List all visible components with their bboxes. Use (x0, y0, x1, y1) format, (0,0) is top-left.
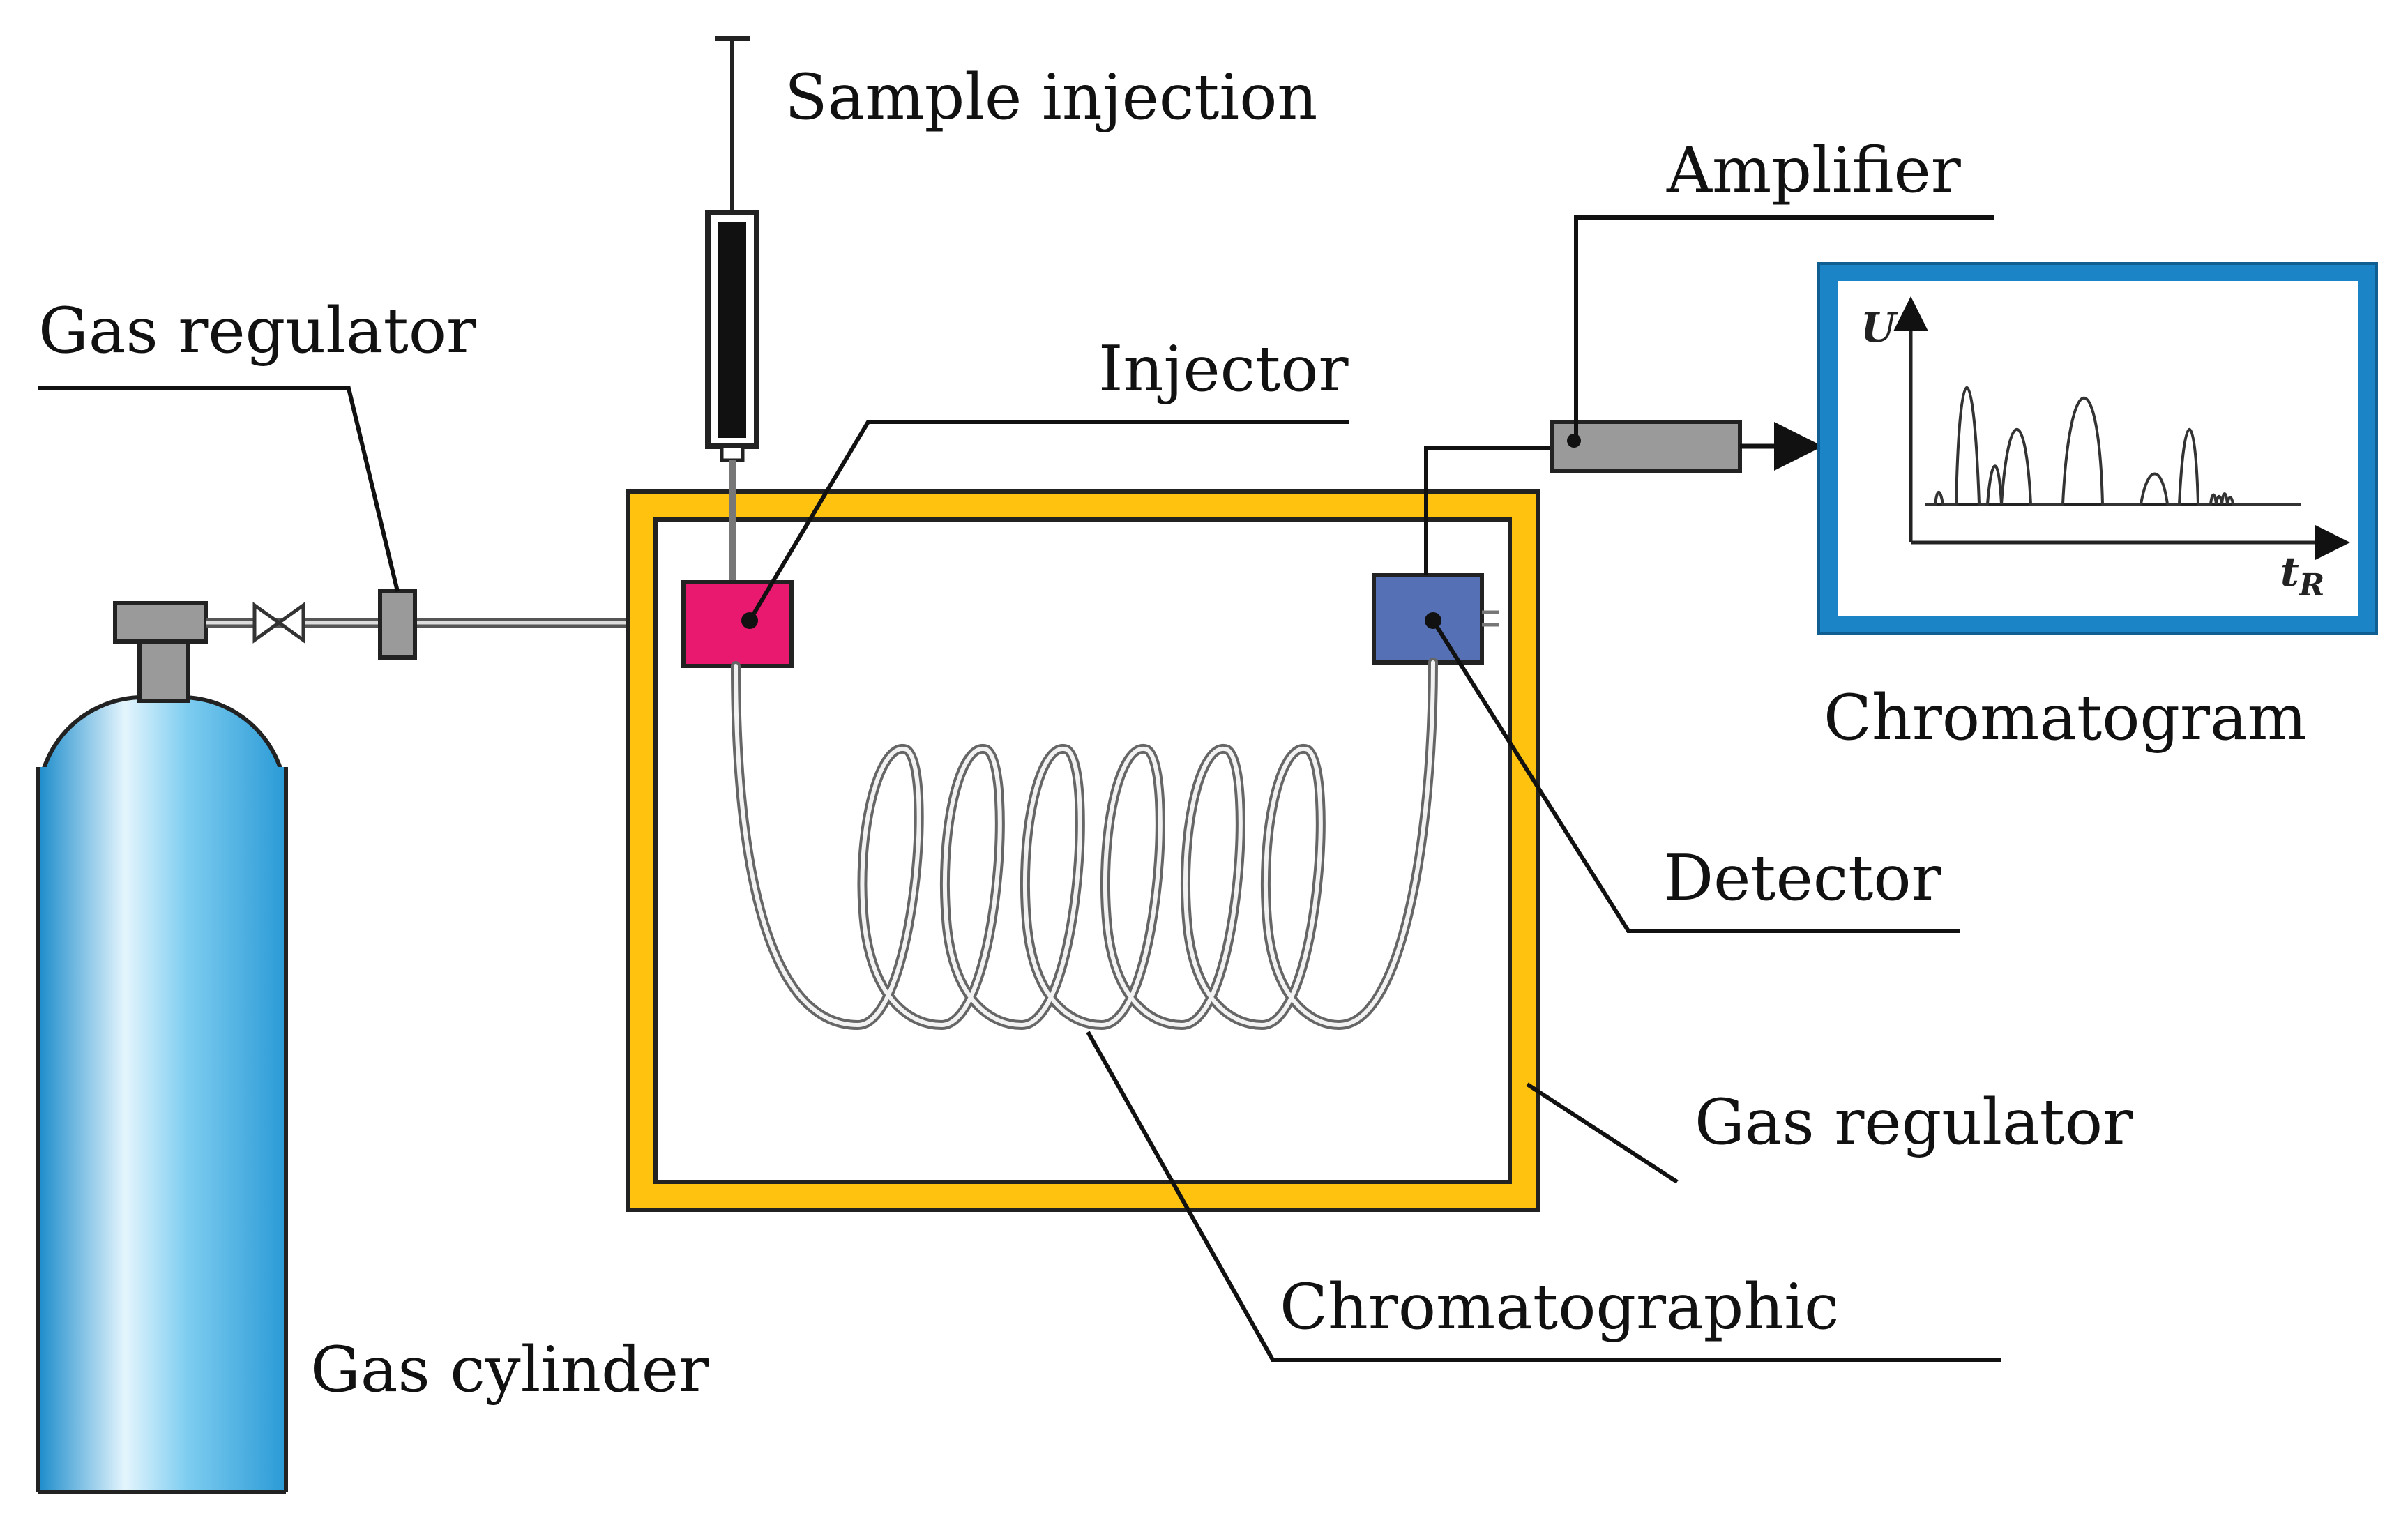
label-detector: Detector (1663, 842, 1942, 915)
label-chromatogram: Chromatogram (1824, 681, 2307, 754)
label-chromatographic: Chromatographic (1280, 1270, 1839, 1344)
label-gas-regulator-left: Gas regulator (38, 294, 477, 367)
label-amplifier: Amplifier (1666, 134, 1962, 207)
chromatogram-monitor: U tR (1817, 262, 2378, 635)
amplifier-body (1550, 420, 1742, 473)
leader-gas-regulator-right (1526, 1082, 1679, 1184)
cylinder-valve-cap (113, 601, 208, 644)
valve-icon (252, 602, 305, 644)
cylinder-body-bottom (38, 767, 286, 1492)
cylinder-neck (137, 632, 190, 703)
chromatographic-column (731, 658, 1438, 1031)
carrier-gas-line (206, 589, 687, 660)
label-sample-injection: Sample injection (785, 61, 1317, 134)
leader-injector (748, 420, 1349, 622)
signal-wire (1424, 446, 1552, 575)
chromatogram-trace (1925, 386, 2301, 506)
leader-lines (38, 215, 2001, 1362)
gas-regulator-body (378, 589, 417, 660)
label-injector: Injector (1098, 333, 1349, 406)
syringe (705, 36, 759, 582)
label-gas-regulator-right: Gas regulator (1695, 1086, 2133, 1159)
monitor-screen (1838, 281, 2358, 616)
leader-gas-regulator-left (38, 386, 400, 592)
leader-amplifier (1574, 215, 1994, 441)
label-gas-cylinder: Gas cylinder (310, 1333, 709, 1406)
y-axis-label: U (1861, 304, 1898, 351)
gas-cylinder (36, 601, 288, 1494)
leader-detector (1431, 619, 1960, 933)
x-axis-label: tR (2280, 548, 2324, 603)
injector-block (681, 580, 794, 668)
detector-block (1372, 573, 1484, 665)
leader-chromatographic (1086, 1031, 2001, 1362)
